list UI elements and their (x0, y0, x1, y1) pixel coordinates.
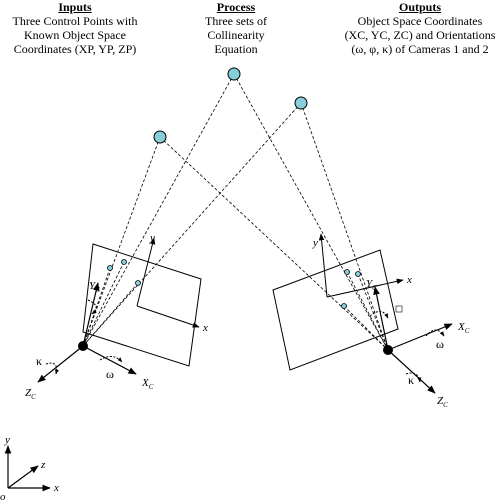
ray-p2-cam2 (300, 102, 389, 351)
cam1-image-point-3 (135, 280, 141, 286)
ray-p3-cam1 (82, 136, 161, 347)
cam2-omega-label: ω (436, 337, 444, 351)
camera-2: y x YC XC ZC ω κ (272, 233, 470, 409)
world-x-label: x (53, 482, 59, 494)
inputs-block: Inputs Three Control Points with Known O… (0, 0, 150, 56)
ray-p1-cam1 (82, 73, 235, 347)
control-point-3 (153, 130, 167, 144)
cam2-yc-label: YC (366, 278, 377, 292)
inputs-line-2: Known Object Space (24, 28, 126, 42)
world-z-label: z (40, 459, 46, 471)
process-line-3: Equation (214, 42, 258, 56)
ray-p1-cam2 (233, 73, 389, 351)
process-line-1: Three sets of (205, 14, 267, 28)
inputs-line-1: Three Control Points with (12, 14, 138, 28)
cam2-xc-label: XC (457, 321, 470, 335)
world-y-label: y (4, 434, 10, 446)
image-plane-1 (82, 243, 202, 367)
cam1-zc-label: ZC (25, 387, 36, 401)
cam1-image-y-label: y (149, 232, 155, 244)
inputs-title: Inputs (58, 0, 92, 14)
cam2-image-x-label: x (406, 274, 412, 286)
cam2-image-point-1 (344, 269, 350, 275)
cam2-zc-label: ZC (437, 395, 448, 409)
ray-p3-cam2 (159, 136, 389, 351)
image-plane-2 (272, 249, 399, 371)
outputs-line-3: (ω, φ, κ) of Cameras 1 and 2 (351, 42, 489, 56)
photogrammetry-diagram: y x YC XC ZC ω κ y x (0, 67, 470, 500)
outputs-block: Outputs Object Space Coordinates (XC, YC… (340, 0, 500, 56)
cam1-perspective-center (78, 341, 88, 351)
cam1-image-point-1 (107, 265, 113, 271)
process-block: Process Three sets of Collinearity Equat… (186, 0, 286, 56)
cam1-omega-label: ω (106, 367, 114, 381)
inputs-line-3: Coordinates (XP, YP, ZP) (13, 42, 137, 56)
cam1-image-x-label: x (202, 322, 208, 334)
cam1-yc-label: YC (89, 280, 100, 294)
control-points (153, 67, 308, 144)
cam1-image-point-2 (121, 259, 127, 265)
cam2-perspective-center (383, 345, 393, 355)
object-space-axes: y x z o (0, 434, 59, 500)
process-line-2: Collinearity (207, 28, 265, 42)
outputs-title: Outputs (398, 0, 442, 14)
cam2-image-point-3 (341, 303, 347, 309)
world-origin-label: o (0, 491, 6, 500)
cam1-xc-label: XC (141, 377, 154, 391)
cam2-small-square (395, 305, 403, 313)
cam2-image-y-label: y (312, 237, 318, 249)
outputs-line-2: (XC, YC, ZC) and Orientations (344, 28, 496, 42)
projection-rays (82, 73, 389, 351)
control-point-2 (294, 96, 308, 110)
cam2-image-point-2 (355, 271, 361, 277)
control-point-1 (227, 67, 241, 81)
cam1-kappa-label: κ (36, 354, 42, 368)
camera-1: y x YC XC ZC ω κ (25, 232, 208, 401)
cam2-kappa-label: κ (408, 373, 414, 387)
ray-p2-cam1 (82, 102, 302, 347)
process-title: Process (216, 0, 256, 14)
outputs-line-1: Object Space Coordinates (357, 14, 483, 28)
